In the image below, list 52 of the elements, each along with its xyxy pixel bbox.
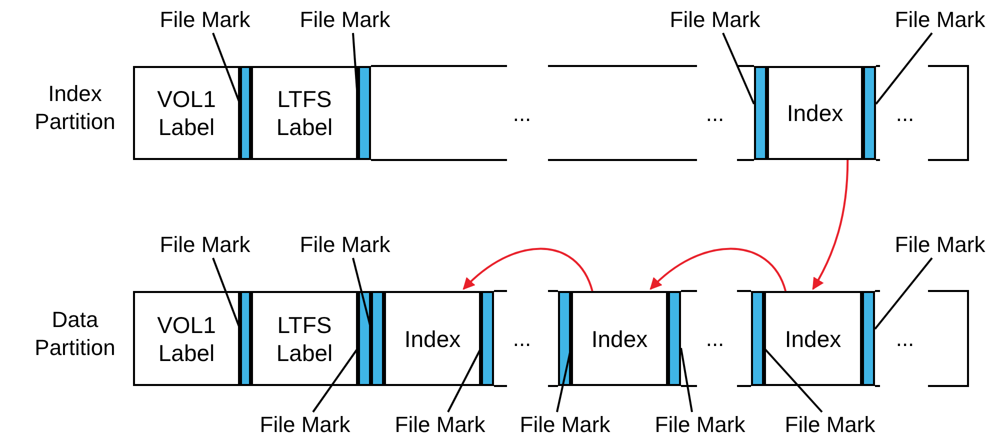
file-mark-label: File Mark xyxy=(775,412,885,438)
file-mark-bar xyxy=(754,66,767,160)
ellipsis: ... xyxy=(512,325,532,353)
arrow xyxy=(650,248,786,292)
ellipsis: ... xyxy=(704,100,726,128)
tape-block: VOL1 Label xyxy=(133,66,240,160)
leader-line xyxy=(875,32,933,105)
file-mark-label: File Mark xyxy=(885,7,995,33)
ellipsis: ... xyxy=(894,325,916,353)
file-mark-bar xyxy=(863,66,876,160)
leader-line xyxy=(722,32,755,104)
file-mark-bar xyxy=(751,291,764,386)
file-mark-label: File Mark xyxy=(290,232,400,258)
file-mark-label: File Mark xyxy=(385,412,495,438)
file-mark-bar xyxy=(371,291,384,386)
file-mark-bar xyxy=(358,291,371,386)
tape-block: Index xyxy=(384,291,481,386)
file-mark-bar xyxy=(240,66,251,160)
tape-block: Index xyxy=(571,291,668,386)
file-mark-bar xyxy=(240,291,251,386)
file-mark-bar xyxy=(558,291,571,386)
file-mark-bar xyxy=(358,66,371,160)
leader-line xyxy=(212,258,241,330)
leader-line xyxy=(763,347,823,413)
leader-line xyxy=(312,347,359,413)
leader-line xyxy=(680,348,693,412)
ellipsis: ... xyxy=(512,100,532,128)
file-mark-label: File Mark xyxy=(660,7,770,33)
leader-line xyxy=(212,32,241,104)
file-mark-label: File Mark xyxy=(150,232,260,258)
file-mark-label: File Mark xyxy=(290,7,400,33)
tape-block: Index xyxy=(764,291,862,386)
leader-line xyxy=(874,257,933,330)
tape-block: VOL1 Label xyxy=(133,291,240,386)
ellipsis: ... xyxy=(704,325,726,353)
file-mark-label: File Mark xyxy=(885,232,995,258)
ellipsis: ... xyxy=(894,100,916,128)
file-mark-label: File Mark xyxy=(645,412,755,438)
file-mark-label: File Mark xyxy=(510,412,620,438)
arrow xyxy=(812,160,849,290)
file-mark-label: File Mark xyxy=(150,7,260,33)
leader-line xyxy=(447,348,482,412)
partition-label: Data Partition xyxy=(34,306,116,362)
tape-block: Index xyxy=(767,66,863,160)
file-mark-label: File Mark xyxy=(250,412,360,438)
file-mark-bar xyxy=(668,291,681,386)
partition-label: Index Partition xyxy=(34,80,116,136)
tape-block: LTFS Label xyxy=(251,291,358,386)
file-mark-bar xyxy=(862,291,875,386)
arrow xyxy=(462,248,594,292)
file-mark-bar xyxy=(481,291,494,386)
tape-block: LTFS Label xyxy=(251,66,358,160)
